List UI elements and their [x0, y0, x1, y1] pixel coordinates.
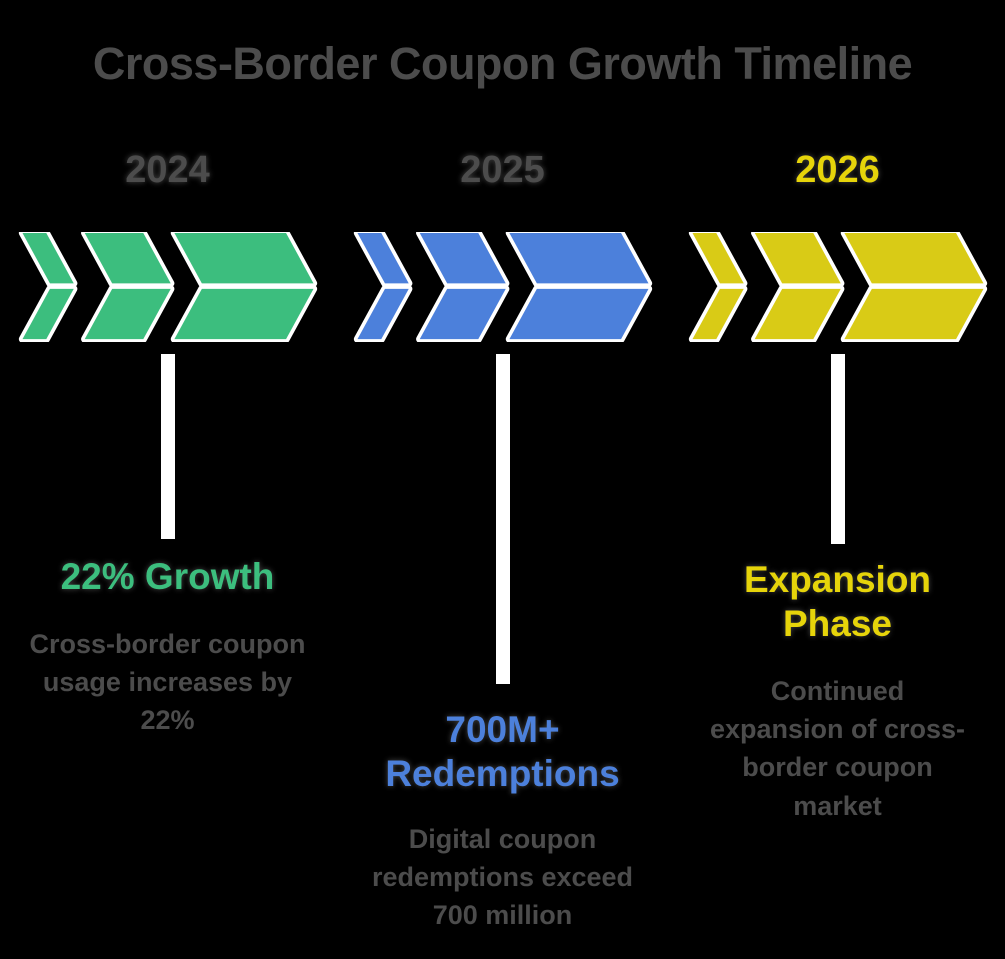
- connector-line: [160, 353, 175, 539]
- triple-chevron-right-icon: [353, 231, 652, 342]
- milestone-heading: Expansion Phase: [743, 558, 932, 644]
- timeline-columns: 2024 22% Growth Cross-border coupon usag…: [0, 148, 1005, 935]
- timeline-column-2025: 2025 700M+ Redemptions Digital coupon re…: [335, 148, 670, 935]
- page-title: Cross-Border Coupon Growth Timeline: [92, 38, 913, 89]
- milestone-description: Continued expansion of cross- border cou…: [709, 675, 966, 821]
- chevron-shapes: [353, 231, 652, 342]
- triple-chevron-right-icon: [688, 231, 987, 342]
- milestone-heading: 700M+ Redemptions: [385, 708, 620, 794]
- chevron-shapes: [18, 231, 317, 342]
- connector-line: [830, 353, 845, 544]
- timeline-column-2026: 2026 Expansion Phase Continued expansion…: [670, 148, 1005, 935]
- year-label: 2026: [795, 148, 880, 191]
- connector-line: [495, 353, 510, 684]
- chevron-shapes: [688, 231, 987, 342]
- year-label: 2025: [460, 148, 545, 191]
- milestone-description: Digital coupon redemptions exceed 700 mi…: [371, 823, 634, 931]
- milestone-description: Cross-border coupon usage increases by 2…: [29, 628, 306, 736]
- timeline-column-2024: 2024 22% Growth Cross-border coupon usag…: [0, 148, 335, 935]
- year-label: 2024: [125, 148, 210, 191]
- triple-chevron-right-icon: [18, 231, 317, 342]
- milestone-heading: 22% Growth: [60, 555, 275, 597]
